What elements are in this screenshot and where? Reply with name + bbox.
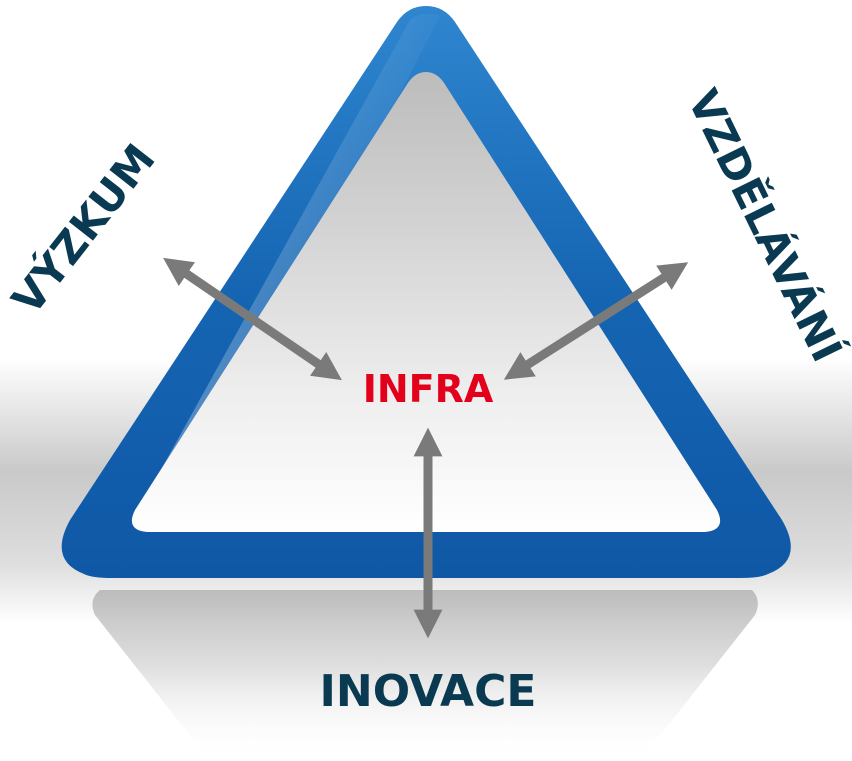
triangle-reflection: [92, 590, 758, 761]
arrow-left-double-icon: [163, 257, 342, 381]
bottom-label: INOVACE: [320, 666, 537, 717]
inner-triangle: [131, 72, 721, 532]
arrow-right-double-icon: [503, 262, 689, 380]
center-label: INFRA: [363, 367, 494, 411]
